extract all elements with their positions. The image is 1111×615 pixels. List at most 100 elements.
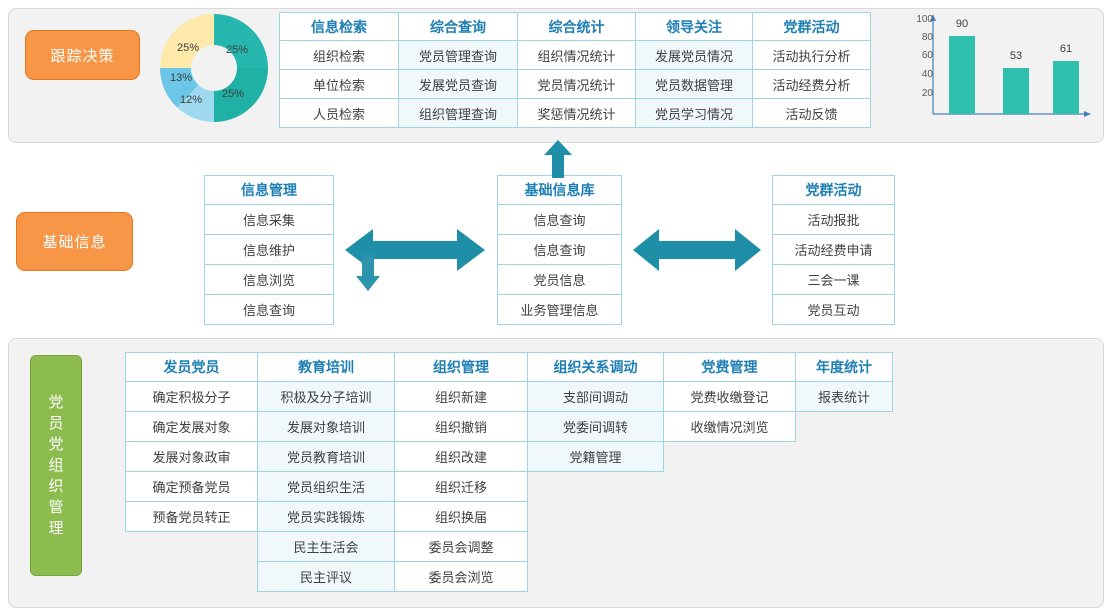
bottom-col-0-item-3[interactable]: 确定预备党员 xyxy=(125,472,258,502)
bottom-col-1-item-0[interactable]: 积极及分子培训 xyxy=(257,382,395,412)
donut-label-1: 25% xyxy=(222,88,245,100)
info-mgmt-item-1[interactable]: 信息维护 xyxy=(204,235,334,265)
bottom-col-2-item-6[interactable]: 委员会浏览 xyxy=(394,562,528,592)
bottom-col-3-header[interactable]: 组织关系调动 xyxy=(527,352,664,382)
bottom-col-4-header[interactable]: 党费管理 xyxy=(663,352,796,382)
donut-label-3: 13% xyxy=(170,72,193,84)
top-col-4-item-2[interactable]: 活动反馈 xyxy=(752,99,871,128)
bottom-col-2-header[interactable]: 组织管理 xyxy=(394,352,528,382)
arrow-left-right-2 xyxy=(633,229,761,271)
bottom-col-1-item-6[interactable]: 民主评议 xyxy=(257,562,395,592)
top-col-1-item-1[interactable]: 发展党员查询 xyxy=(398,70,518,99)
top-col-1-item-0[interactable]: 党员管理查询 xyxy=(398,41,518,70)
base-database-table: 基础信息库 信息查询 信息查询 党员信息 业务管理信息 xyxy=(497,175,622,325)
base-db-item-2[interactable]: 党员信息 xyxy=(497,265,622,295)
y-tick-40: 40 xyxy=(921,69,933,80)
bottom-col-3-item-0[interactable]: 支部间调动 xyxy=(527,382,664,412)
party-activity-header[interactable]: 党群活动 xyxy=(772,175,895,205)
base-db-item-3[interactable]: 业务管理信息 xyxy=(497,295,622,325)
top-col-0-item-0[interactable]: 组织检索 xyxy=(279,41,399,70)
info-mgmt-item-2[interactable]: 信息浏览 xyxy=(204,265,334,295)
bottom-col-1-item-4[interactable]: 党员实践锻炼 xyxy=(257,502,395,532)
bottom-col-2-item-0[interactable]: 组织新建 xyxy=(394,382,528,412)
bottom-col-2-item-2[interactable]: 组织改建 xyxy=(394,442,528,472)
top-col-3-item-1[interactable]: 党员数据管理 xyxy=(635,70,753,99)
bottom-col-3-item-2[interactable]: 党籍管理 xyxy=(527,442,664,472)
top-col-0-header[interactable]: 信息检索 xyxy=(279,12,399,41)
bottom-col-5-item-0[interactable]: 报表统计 xyxy=(795,382,893,412)
bottom-col-1-header[interactable]: 教育培训 xyxy=(257,352,395,382)
top-column-4: 党群活动 活动执行分析 活动经费分析 活动反馈 xyxy=(752,12,871,128)
base-db-header[interactable]: 基础信息库 xyxy=(497,175,622,205)
bottom-col-0-item-0[interactable]: 确定积极分子 xyxy=(125,382,258,412)
top-col-2-item-0[interactable]: 组织情况统计 xyxy=(517,41,636,70)
bottom-col-0-item-2[interactable]: 发展对象政审 xyxy=(125,442,258,472)
bottom-column-0: 发员党员 确定积极分子 确定发展对象 发展对象政审 确定预备党员 预备党员转正 xyxy=(125,352,258,532)
bottom-col-4-item-0[interactable]: 党费收缴登记 xyxy=(663,382,796,412)
bottom-col-0-item-1[interactable]: 确定发展对象 xyxy=(125,412,258,442)
top-col-0-item-2[interactable]: 人员检索 xyxy=(279,99,399,128)
donut-label-2: 12% xyxy=(180,94,203,106)
bottom-col-2-item-1[interactable]: 组织撤销 xyxy=(394,412,528,442)
top-column-1: 综合查询 党员管理查询 发展党员查询 组织管理查询 xyxy=(398,12,518,128)
top-col-1-header[interactable]: 综合查询 xyxy=(398,12,518,41)
base-db-item-1[interactable]: 信息查询 xyxy=(497,235,622,265)
arrow-left-right-1 xyxy=(345,229,485,271)
party-activity-item-3[interactable]: 党员互动 xyxy=(772,295,895,325)
bar-value-1: 53 xyxy=(1009,50,1023,62)
top-col-4-item-1[interactable]: 活动经费分析 xyxy=(752,70,871,99)
donut-label-0: 25% xyxy=(226,44,249,56)
donut-ring xyxy=(160,14,268,122)
top-column-0: 信息检索 组织检索 单位检索 人员检索 xyxy=(279,12,399,128)
bottom-column-2: 组织管理 组织新建 组织撤销 组织改建 组织迁移 组织换届 委员会调整 委员会浏… xyxy=(394,352,528,592)
bottom-col-1-item-5[interactable]: 民主生活会 xyxy=(257,532,395,562)
bottom-col-0-item-4[interactable]: 预备党员转正 xyxy=(125,502,258,532)
top-col-3-item-0[interactable]: 发展党员情况 xyxy=(635,41,753,70)
party-activity-item-2[interactable]: 三会一课 xyxy=(772,265,895,295)
top-col-3-header[interactable]: 领导关注 xyxy=(635,12,753,41)
tracking-decision-label: 跟踪决策 xyxy=(25,30,140,80)
top-col-3-item-2[interactable]: 党员学习情况 xyxy=(635,99,753,128)
bottom-col-2-item-5[interactable]: 委员会调整 xyxy=(394,532,528,562)
bottom-col-1-item-2[interactable]: 党员教育培训 xyxy=(257,442,395,472)
bar-0 xyxy=(949,36,975,114)
bottom-col-3-item-1[interactable]: 党委间调转 xyxy=(527,412,664,442)
base-db-item-0[interactable]: 信息查询 xyxy=(497,205,622,235)
top-column-3: 领导关注 发展党员情况 党员数据管理 党员学习情况 xyxy=(635,12,753,128)
top-col-4-item-0[interactable]: 活动执行分析 xyxy=(752,41,871,70)
base-info-label: 基础信息 xyxy=(16,212,133,271)
y-tick-100: 100 xyxy=(916,14,933,25)
info-mgmt-item-3[interactable]: 信息查询 xyxy=(204,295,334,325)
top-col-2-item-2[interactable]: 奖惩情况统计 xyxy=(517,99,636,128)
y-tick-20: 20 xyxy=(921,88,933,99)
donut-label-4: 25% xyxy=(177,42,200,54)
info-management-table: 信息管理 信息采集 信息维护 信息浏览 信息查询 xyxy=(204,175,334,325)
bar-value-0: 90 xyxy=(955,18,969,30)
bottom-col-4-item-1[interactable]: 收缴情况浏览 xyxy=(663,412,796,442)
bar-chart-axes xyxy=(930,14,1091,117)
bottom-column-3: 组织关系调动 支部间调动 党委间调转 党籍管理 xyxy=(527,352,664,472)
bottom-column-4: 党费管理 党费收缴登记 收缴情况浏览 xyxy=(663,352,796,442)
arrow-down-icon xyxy=(356,255,380,291)
party-activity-item-1[interactable]: 活动经费申请 xyxy=(772,235,895,265)
bottom-col-2-item-4[interactable]: 组织换届 xyxy=(394,502,528,532)
top-col-2-item-1[interactable]: 党员情况统计 xyxy=(517,70,636,99)
bottom-col-2-item-3[interactable]: 组织迁移 xyxy=(394,472,528,502)
top-col-2-header[interactable]: 综合统计 xyxy=(517,12,636,41)
bottom-col-1-item-1[interactable]: 发展对象培训 xyxy=(257,412,395,442)
bottom-col-1-item-3[interactable]: 党员组织生活 xyxy=(257,472,395,502)
member-management-label: 党员党组织管理 xyxy=(30,355,82,576)
top-col-4-header[interactable]: 党群活动 xyxy=(752,12,871,41)
bar-2 xyxy=(1053,61,1079,114)
party-activity-item-0[interactable]: 活动报批 xyxy=(772,205,895,235)
bar-chart: 100 80 60 40 20 90 53 61 xyxy=(905,12,1095,132)
bottom-col-5-header[interactable]: 年度统计 xyxy=(795,352,893,382)
info-mgmt-item-0[interactable]: 信息采集 xyxy=(204,205,334,235)
member-management-label-text: 党员党组织管理 xyxy=(48,394,64,537)
info-mgmt-header[interactable]: 信息管理 xyxy=(204,175,334,205)
bottom-col-0-header[interactable]: 发员党员 xyxy=(125,352,258,382)
top-col-1-item-2[interactable]: 组织管理查询 xyxy=(398,99,518,128)
y-tick-80: 80 xyxy=(921,32,933,43)
y-tick-60: 60 xyxy=(921,50,933,61)
top-col-0-item-1[interactable]: 单位检索 xyxy=(279,70,399,99)
